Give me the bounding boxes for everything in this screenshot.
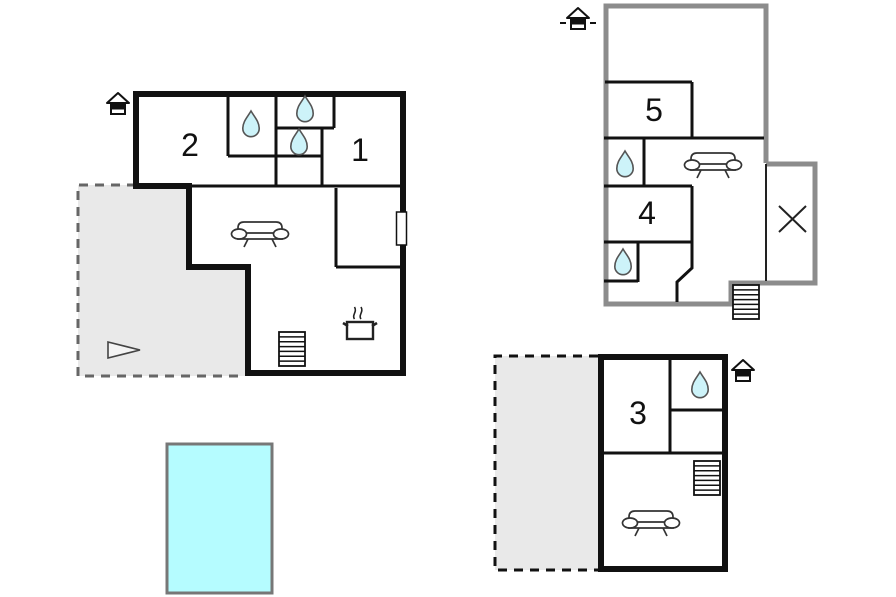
water-drop-icon [690,371,710,399]
house-entrance-icon [731,359,755,382]
house-entrance-icon [106,92,130,115]
water-drop-icon [242,110,261,138]
interior-walls [601,357,722,455]
sofa-icon [230,221,290,248]
house-entrance-icon [560,7,596,30]
room-label: 4 [638,195,656,231]
terrace-area [78,185,248,376]
sofa-icon [683,152,743,179]
ground-floor-plan: 2 1 [76,91,408,378]
outer-walls [598,354,728,572]
triangle-marker-icon [107,340,141,360]
swimming-pool [165,442,274,595]
terrace-area [495,356,598,570]
x-mark-icon [778,205,807,233]
room-label: 1 [351,132,369,168]
water-drop-icon [615,150,635,178]
stairs-icon [732,284,760,320]
sofa-icon [621,510,681,537]
outer-walls [133,91,406,376]
outer-walls-gray [603,3,769,307]
stairs-icon [693,460,721,496]
annex-floor-plan: 3 [493,354,755,572]
water-drop-icon [295,95,315,123]
interior-walls [604,80,764,302]
upper-floor-plan: 5 4 [560,3,818,320]
annex-box-walls-gray [766,161,818,286]
room-label: 5 [645,92,663,128]
water-drop-icon [289,128,309,156]
interior-walls [189,95,401,269]
terrace-dashed-border [493,354,598,572]
room-label: 3 [629,395,647,431]
stove-icon [341,305,379,341]
door-opening [395,211,408,246]
water-drop-icon [613,248,633,276]
stairs-icon [278,331,306,367]
room-label: 2 [181,127,199,163]
